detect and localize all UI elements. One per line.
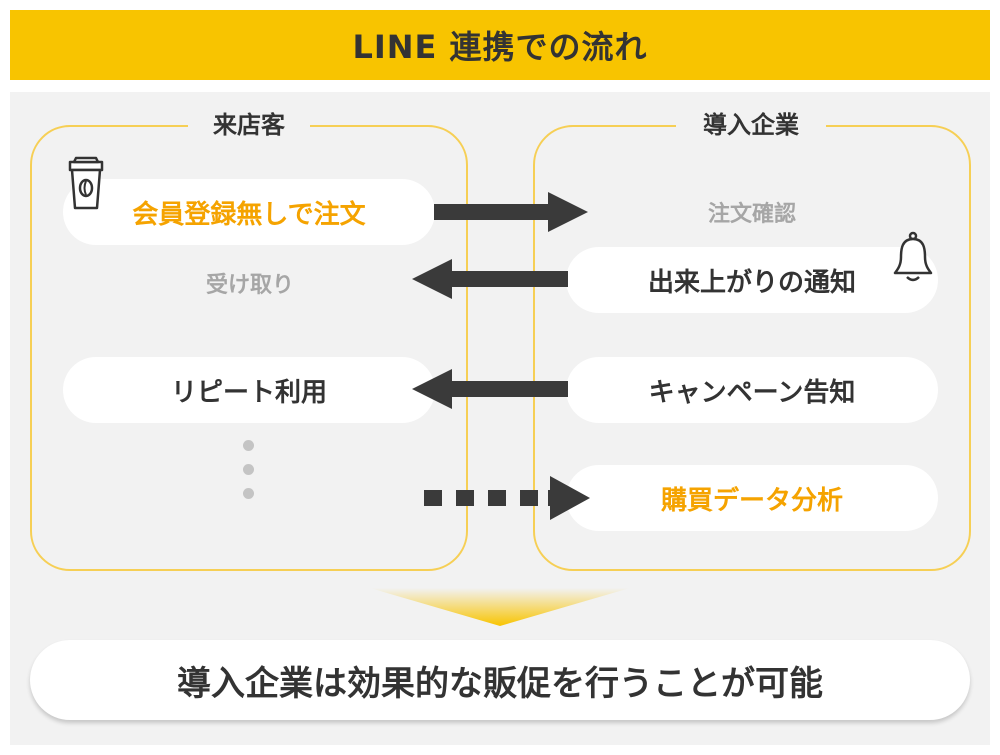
- continuation-dot: [243, 464, 254, 475]
- title-bar: LINE 連携での流れ: [10, 10, 990, 80]
- customer-group-label: 来店客: [188, 110, 310, 140]
- conclusion-banner: 導入企業は効果的な販促を行うことが可能: [30, 640, 970, 720]
- down-triangle-arrow: [370, 588, 630, 626]
- campaign-announcement-step: キャンペーン告知: [566, 357, 938, 423]
- repeat-use-step: リピート利用: [63, 357, 435, 423]
- purchase-data-analysis-step: 購買データ分析: [566, 465, 938, 531]
- order-confirm-step: 注文確認: [707, 202, 796, 227]
- bell-icon: [893, 231, 933, 282]
- ready-notification-step: 出来上がりの通知: [566, 247, 938, 313]
- order-step: 会員登録無しで注文: [63, 179, 435, 245]
- dashed-arrow-data-to-company: [424, 476, 590, 520]
- page-title: LINE 連携での流れ: [352, 28, 648, 66]
- arrow-notify-to-customer: [412, 259, 568, 299]
- arrow-order-to-company: [434, 192, 588, 232]
- continuation-dot: [243, 488, 254, 499]
- company-group-label: 導入企業: [676, 110, 826, 140]
- coffee-cup-icon: [68, 156, 104, 210]
- pickup-step: 受け取り: [205, 273, 294, 298]
- continuation-dot: [243, 440, 254, 451]
- arrow-campaign-to-customer: [412, 369, 568, 409]
